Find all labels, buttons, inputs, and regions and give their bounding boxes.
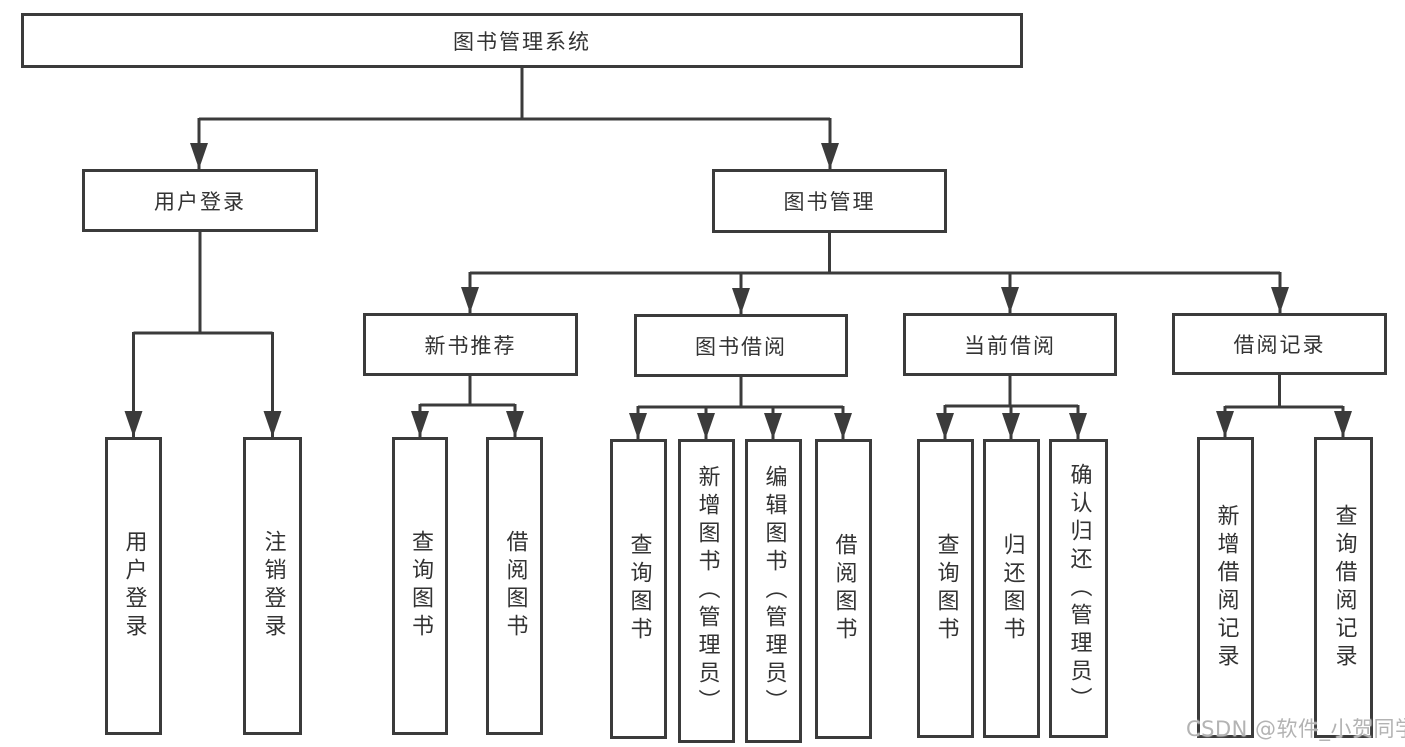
leaf-borrowing-add-books-admin: 新增图书（管理员）	[678, 439, 735, 743]
leaf-borrowing-query-books: 查询图书	[610, 439, 667, 739]
node-book-borrowing: 图书借阅	[634, 314, 848, 377]
leaf-user-login: 用户登录	[105, 437, 162, 735]
leaf-recommend-query-books: 查询图书	[392, 437, 448, 735]
leaf-current-confirm-return-admin: 确认归还（管理员）	[1049, 439, 1108, 738]
leaf-current-return-books: 归还图书	[983, 439, 1040, 738]
leaf-borrowing-borrow-books: 借阅图书	[815, 439, 872, 739]
leaf-logout-login: 注销登录	[243, 437, 302, 735]
leaf-records-add-borrow-record: 新增借阅记录	[1197, 437, 1254, 738]
node-current-borrowing: 当前借阅	[903, 313, 1117, 376]
leaf-borrowing-edit-books-admin: 编辑图书（管理员）	[745, 439, 802, 743]
node-borrowing-records: 借阅记录	[1172, 313, 1387, 375]
leaf-current-query-books: 查询图书	[917, 439, 974, 738]
node-new-book-recommendation: 新书推荐	[363, 313, 578, 376]
leaf-recommend-borrow-books: 借阅图书	[486, 437, 543, 735]
node-user-login: 用户登录	[82, 169, 318, 232]
leaf-records-query-borrow-record: 查询借阅记录	[1314, 437, 1373, 738]
watermark: CSDN @软件_小贺同学	[1186, 717, 1405, 741]
node-root-library-system: 图书管理系统	[21, 13, 1023, 68]
node-book-management: 图书管理	[712, 169, 947, 233]
